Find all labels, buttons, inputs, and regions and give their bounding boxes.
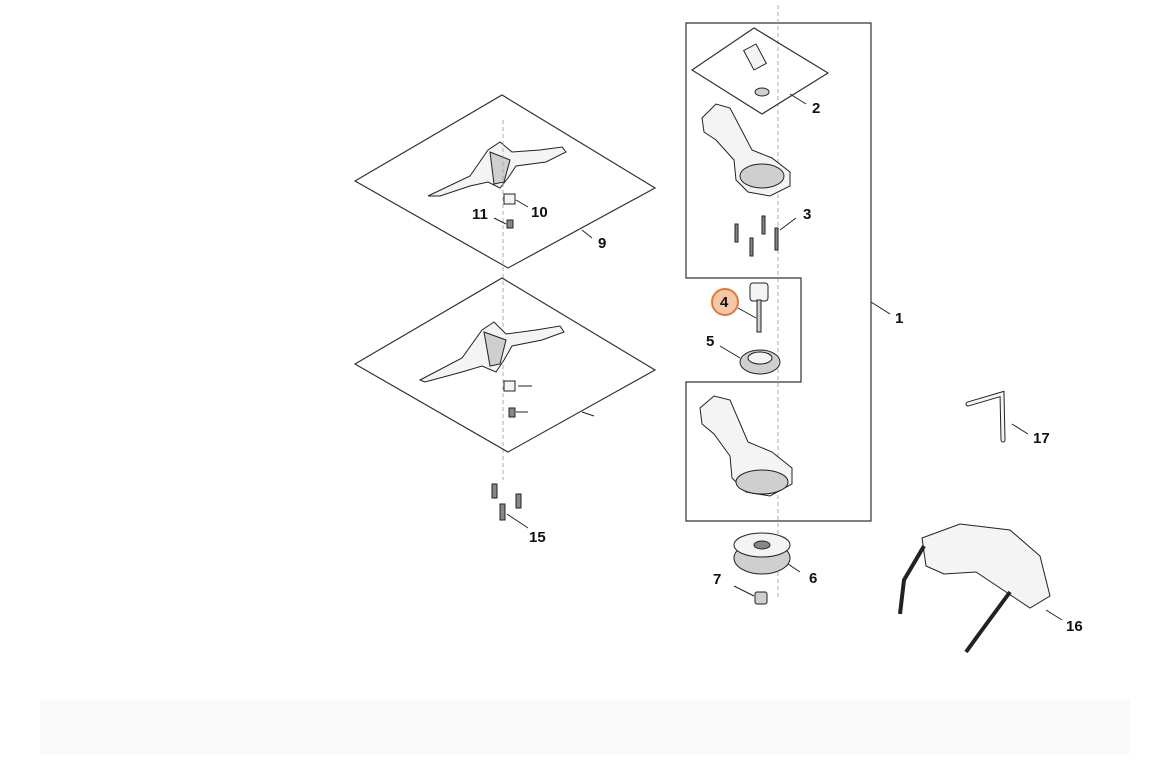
part-4-cap bbox=[749, 282, 769, 302]
callout-10[interactable]: 10 bbox=[531, 204, 548, 221]
leader-2 bbox=[789, 93, 807, 105]
callout-16-label: 16 bbox=[1066, 618, 1083, 635]
callout-4-highlight-ring bbox=[711, 288, 739, 316]
assembly-1-frame bbox=[685, 22, 872, 522]
screw-3b bbox=[749, 237, 754, 257]
part-16-glasses-lens bbox=[921, 523, 1051, 609]
kit-lower-group bbox=[353, 277, 657, 453]
part-7-body bbox=[754, 591, 768, 605]
callout-5[interactable]: 5 bbox=[706, 333, 714, 350]
part-16-glasses-arm-right bbox=[964, 590, 1012, 654]
leader-1 bbox=[870, 301, 891, 315]
callout-7[interactable]: 7 bbox=[713, 571, 721, 588]
leader-4 bbox=[737, 307, 757, 319]
screw-15c bbox=[499, 503, 506, 521]
callout-9-label: 9 bbox=[598, 235, 606, 252]
leader-9 bbox=[581, 229, 593, 239]
callout-1[interactable]: 1 bbox=[895, 310, 903, 327]
handle-lower-lever bbox=[483, 331, 507, 367]
leader-7 bbox=[733, 585, 755, 597]
screw-3c bbox=[761, 215, 766, 235]
part-16-group bbox=[898, 523, 1063, 654]
leader-6 bbox=[787, 563, 801, 573]
screw-3a bbox=[734, 223, 739, 243]
kit-lower-frame bbox=[353, 277, 657, 453]
callout-3[interactable]: 3 bbox=[803, 206, 811, 223]
callout-1-label: 1 bbox=[895, 310, 903, 327]
lower-housing-base bbox=[735, 469, 789, 495]
screw-15a bbox=[491, 483, 498, 499]
leader-15 bbox=[506, 513, 529, 529]
callout-17[interactable]: 17 bbox=[1033, 430, 1050, 447]
part-6-group bbox=[733, 532, 801, 575]
part-2-cap-drawing bbox=[742, 43, 768, 71]
part-2-disc-drawing bbox=[754, 87, 770, 97]
callout-10-label: 10 bbox=[531, 204, 548, 221]
callout-15-label: 15 bbox=[529, 529, 546, 546]
callout-4-highlighted[interactable]: 4 bbox=[711, 288, 739, 316]
screw-15b bbox=[515, 493, 522, 509]
callout-17-label: 17 bbox=[1033, 430, 1050, 447]
kit-9-group bbox=[353, 94, 657, 480]
callout-5-label: 5 bbox=[706, 333, 714, 350]
part-10-drawing bbox=[503, 193, 516, 205]
callout-2[interactable]: 2 bbox=[812, 100, 820, 117]
leader-5 bbox=[719, 345, 741, 359]
callout-16[interactable]: 16 bbox=[1066, 618, 1083, 635]
callout-4-label: 4 bbox=[720, 294, 729, 311]
callout-15[interactable]: 15 bbox=[529, 529, 546, 546]
callout-9[interactable]: 9 bbox=[598, 235, 606, 252]
leader-10 bbox=[515, 199, 529, 208]
screw-3d bbox=[774, 227, 779, 251]
part-6-hub bbox=[753, 540, 771, 550]
part-5-ring-inner bbox=[747, 351, 773, 365]
leader-16 bbox=[1045, 609, 1063, 621]
assembly-1-group bbox=[685, 5, 891, 600]
callout-3-label: 3 bbox=[803, 206, 811, 223]
screws-15-group bbox=[491, 483, 529, 529]
part-7-group bbox=[733, 585, 768, 605]
leader-3 bbox=[779, 217, 797, 231]
leader-17 bbox=[1011, 423, 1029, 435]
watermark-band bbox=[40, 700, 1130, 755]
callout-11-label: 11 bbox=[472, 206, 488, 223]
callout-2-label: 2 bbox=[812, 100, 820, 117]
callout-11[interactable]: 11 bbox=[472, 206, 488, 223]
part-11-drawing bbox=[506, 219, 514, 229]
lower-block-drawing bbox=[503, 380, 516, 392]
callout-6-label: 6 bbox=[809, 570, 817, 587]
lower-screw-drawing bbox=[508, 407, 516, 418]
part-17-group bbox=[965, 390, 1029, 443]
part-16-glasses-arm-left bbox=[898, 544, 926, 615]
kit-9-frame bbox=[353, 94, 657, 269]
part-17-hex-key-inner bbox=[966, 392, 1005, 442]
kit-2-frame bbox=[690, 27, 830, 115]
callout-6[interactable]: 6 bbox=[809, 570, 817, 587]
leader-11 bbox=[493, 217, 507, 225]
callout-7-label: 7 bbox=[713, 571, 721, 588]
part-4-shaft bbox=[756, 299, 762, 333]
leader-lower-frame bbox=[581, 411, 595, 417]
upper-housing-base bbox=[739, 163, 785, 189]
